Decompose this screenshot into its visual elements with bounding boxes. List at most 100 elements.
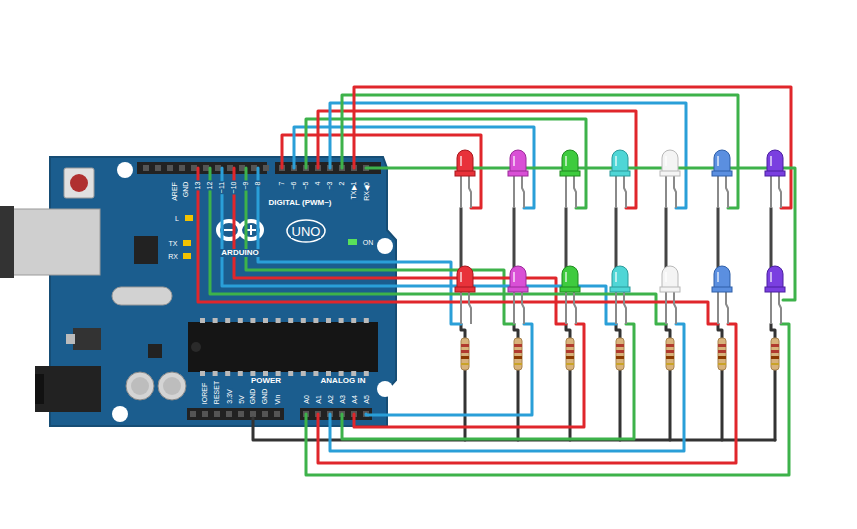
chip-leg bbox=[225, 371, 230, 376]
led-flange bbox=[765, 287, 785, 292]
pin-label: Vin bbox=[274, 393, 281, 405]
led-leg bbox=[513, 290, 515, 324]
chip-leg bbox=[313, 318, 318, 323]
header-pin bbox=[262, 411, 268, 417]
resistor-band bbox=[771, 356, 779, 359]
pin-label: 13 bbox=[194, 181, 201, 191]
pin-label: A3 bbox=[339, 394, 346, 405]
led-body bbox=[714, 266, 730, 290]
header-pin bbox=[155, 165, 161, 171]
led-leg bbox=[726, 174, 728, 208]
led-label: TX bbox=[168, 240, 179, 247]
led-leg bbox=[522, 174, 524, 208]
header-pin bbox=[214, 411, 220, 417]
pin-label: ~10 bbox=[231, 181, 238, 195]
resistor-symbol bbox=[616, 338, 624, 370]
header-pin bbox=[190, 411, 196, 417]
resistor-band bbox=[718, 344, 726, 347]
led-leg bbox=[513, 174, 515, 208]
led-flange bbox=[712, 171, 732, 176]
led-body bbox=[767, 266, 783, 290]
led-leg bbox=[770, 174, 772, 208]
led-leg bbox=[460, 290, 462, 324]
led-leg bbox=[469, 290, 471, 324]
led-body bbox=[714, 150, 730, 174]
chip-leg bbox=[263, 318, 268, 323]
pin-label: RX◀0 bbox=[363, 181, 370, 202]
header-pin bbox=[167, 165, 173, 171]
wire bbox=[318, 324, 736, 463]
led-shine bbox=[665, 156, 667, 166]
led-leg bbox=[574, 174, 576, 208]
led-flange bbox=[660, 171, 680, 176]
model-label: UNO bbox=[291, 225, 322, 238]
pin-label: GND bbox=[183, 181, 190, 199]
header-pin bbox=[179, 165, 185, 171]
wire bbox=[342, 95, 738, 208]
resistor-band bbox=[718, 363, 726, 365]
pin-label: A5 bbox=[363, 394, 370, 405]
chip-leg bbox=[326, 318, 331, 323]
resistor-band bbox=[666, 356, 674, 359]
wire bbox=[318, 111, 636, 208]
chip-leg bbox=[250, 371, 255, 376]
resistor-band bbox=[514, 350, 522, 353]
header-pin bbox=[202, 411, 208, 417]
resistor-band bbox=[718, 350, 726, 353]
led-body bbox=[510, 150, 526, 174]
led-leg bbox=[770, 290, 772, 324]
chip-leg bbox=[301, 318, 306, 323]
wire bbox=[366, 168, 795, 300]
resistor-band bbox=[461, 350, 469, 353]
chip-leg bbox=[364, 318, 369, 323]
resistor-band bbox=[461, 356, 469, 359]
led-shine bbox=[513, 156, 515, 166]
resistor-band bbox=[718, 356, 726, 359]
led-body bbox=[662, 266, 678, 290]
led-shine bbox=[770, 156, 772, 166]
section-label: ANALOG IN bbox=[320, 377, 367, 385]
header-pin bbox=[274, 411, 280, 417]
chip-leg bbox=[200, 371, 205, 376]
resistor-band bbox=[616, 363, 624, 365]
led-leg bbox=[565, 290, 567, 324]
wire bbox=[354, 324, 584, 427]
led-label: ON bbox=[362, 239, 375, 246]
led-leg bbox=[665, 174, 667, 208]
chip-leg bbox=[364, 371, 369, 376]
header-pin bbox=[239, 165, 245, 171]
pin-label: AREF bbox=[170, 181, 177, 202]
resistor-band bbox=[461, 344, 469, 347]
resistor-band bbox=[616, 356, 624, 359]
led-leg bbox=[726, 290, 728, 324]
resistor-band bbox=[616, 350, 624, 353]
resistor-band bbox=[566, 356, 574, 359]
chip-leg bbox=[200, 318, 205, 323]
led-flange bbox=[660, 287, 680, 292]
led-body bbox=[457, 150, 473, 174]
wire bbox=[354, 87, 791, 208]
pin-label: A2 bbox=[327, 394, 334, 405]
chip-leg bbox=[238, 371, 243, 376]
led-flange bbox=[765, 171, 785, 176]
pin-label: GND bbox=[250, 387, 257, 405]
resistor-band bbox=[771, 344, 779, 347]
led-body bbox=[612, 150, 628, 174]
pin-label: A4 bbox=[351, 394, 358, 405]
led-leg bbox=[779, 174, 781, 208]
header-pin bbox=[143, 165, 149, 171]
header-pin bbox=[263, 165, 269, 171]
led-shine bbox=[565, 156, 567, 166]
chip-leg bbox=[225, 318, 230, 323]
led-body bbox=[562, 150, 578, 174]
led-leg bbox=[674, 290, 676, 324]
header-pin bbox=[238, 411, 244, 417]
resistor-band bbox=[514, 344, 522, 347]
pin-label: RESET bbox=[214, 380, 221, 405]
resistor-band bbox=[666, 363, 674, 365]
chip-leg bbox=[326, 371, 331, 376]
pin-label: ~11 bbox=[218, 181, 225, 194]
led-leg bbox=[665, 290, 667, 324]
led-leg bbox=[615, 174, 617, 208]
